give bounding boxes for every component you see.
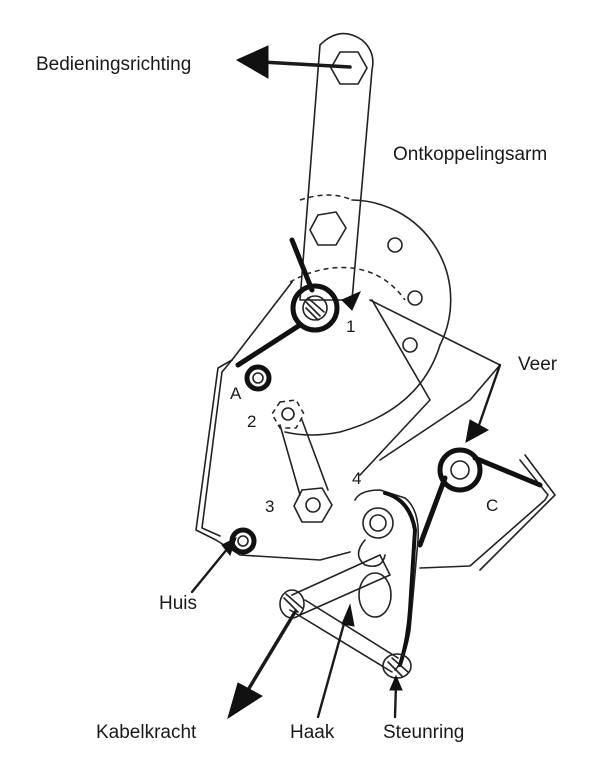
point-label-2: 2 <box>247 412 256 431</box>
cable-frame-lower <box>289 599 399 673</box>
steunring-hatch <box>387 657 409 677</box>
huis-pointer-line <box>190 546 230 594</box>
disc-hole-2 <box>407 290 423 306</box>
spring-1-coil-outer <box>290 283 340 333</box>
spring-c-coil-inner <box>450 460 470 480</box>
spring-1-arm-top <box>289 237 315 293</box>
housing-line-top <box>231 281 293 361</box>
hook-pivot-inner <box>369 514 387 532</box>
point-label-a: A <box>230 384 242 403</box>
release-arm <box>299 32 374 301</box>
cable-frame <box>291 554 391 616</box>
cable-end-upper-hatch <box>283 593 303 613</box>
spring-c-coil-outer <box>437 447 483 493</box>
point-label-4: 4 <box>352 469 361 488</box>
linkage-bar <box>279 419 329 496</box>
pivot-3-hex <box>293 487 333 523</box>
label-steunring: Steunring <box>383 722 464 743</box>
housing-diagonal-2 <box>359 299 431 476</box>
housing-left-inner <box>201 359 233 537</box>
pivot-3-center <box>305 497 321 513</box>
point-label-1: 1 <box>346 317 355 336</box>
point-label-c: C <box>486 496 498 515</box>
pivot-a-outer <box>244 364 272 392</box>
kabelkracht-arrowhead <box>227 682 263 720</box>
housing-pivot-inner <box>237 535 249 547</box>
haak-pointer-arrowhead <box>341 603 355 627</box>
spring-1-coil-inner <box>302 295 328 321</box>
hook-cylinder <box>358 572 392 618</box>
hook-pivot-outer <box>362 507 394 539</box>
operating-direction-arrow-shaft <box>260 60 352 69</box>
huis-pointer-arrowhead <box>221 536 237 557</box>
operating-direction-arrowhead <box>235 45 269 79</box>
label-veer: Veer <box>518 354 558 375</box>
housing-right-inner <box>479 454 556 571</box>
release-disc-dashed-top <box>299 194 353 201</box>
pointer-arrowhead-1 <box>341 291 361 311</box>
pivot-2-hex <box>271 399 305 429</box>
release-disc-lower <box>284 344 441 436</box>
label-ontkoppelingsarm: Ontkoppelingsarm <box>393 144 547 165</box>
housing-left <box>195 359 351 561</box>
spring-1-arm-bottom <box>235 322 303 368</box>
spring-c-arm-left <box>417 475 448 548</box>
veer-pointer-line <box>476 363 502 430</box>
label-huis: Huis <box>159 593 197 614</box>
hook-body-thick-edge <box>383 491 417 667</box>
label-haak: Haak <box>290 722 335 743</box>
spring-1-hatch <box>305 297 325 321</box>
housing-diagonal <box>369 299 501 461</box>
haak-pointer-line <box>316 618 347 719</box>
label-kabelkracht: Kabelkracht <box>96 722 197 743</box>
label-bedieningsrichting: Bedieningsrichting <box>36 54 191 75</box>
arm-hex-nut-top <box>330 51 368 85</box>
release-disc <box>351 199 452 346</box>
disc-hole-1 <box>387 237 403 253</box>
hook-lower-curve <box>357 539 386 568</box>
point-label-3: 3 <box>265 497 274 516</box>
disc-hole-3 <box>402 337 418 353</box>
arm-hex-nut-middle <box>309 211 347 246</box>
steunring-pointer-arrowhead <box>389 674 403 691</box>
kabelkracht-arrow-shaft <box>246 610 297 692</box>
pivot-2-center <box>281 407 295 421</box>
pivot-a-inner <box>252 372 264 384</box>
veer-pointer-arrowhead <box>465 419 490 443</box>
spring-c-arm-right <box>472 455 543 488</box>
